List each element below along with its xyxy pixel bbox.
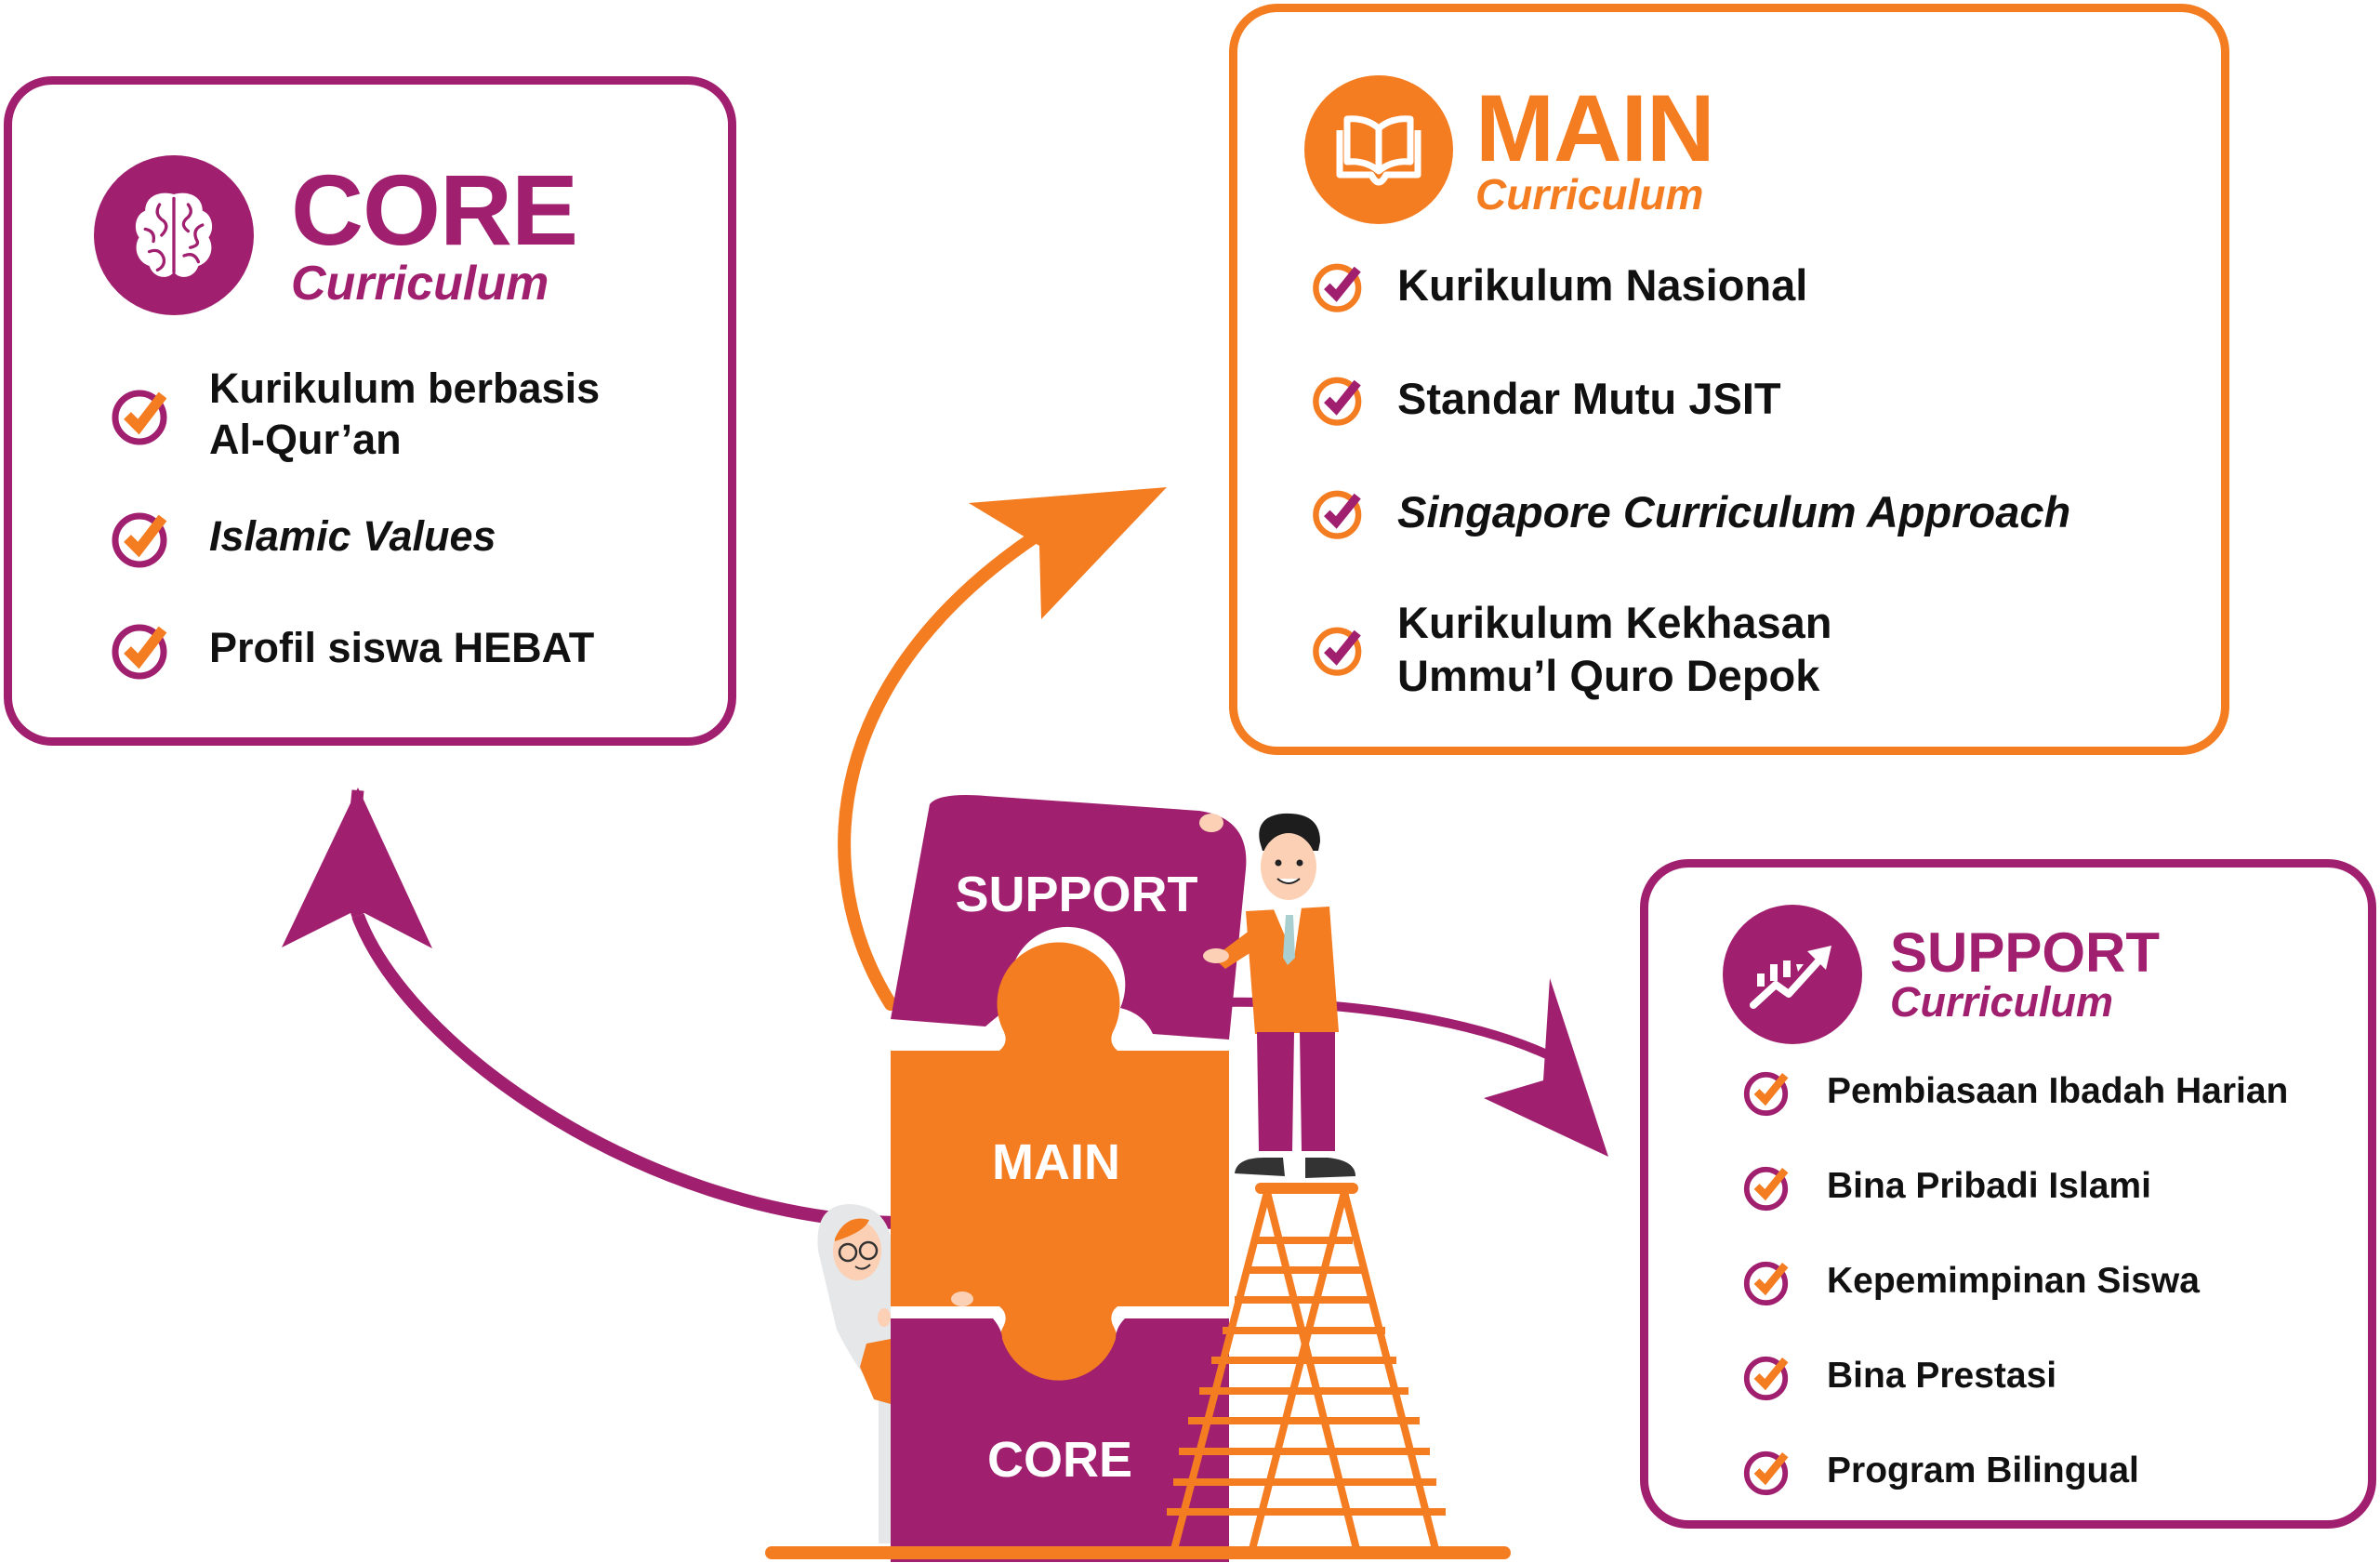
list-item: Singapore Curriculum Approach bbox=[1310, 483, 2070, 542]
item-text: Bina Prestasi bbox=[1827, 1356, 2057, 1397]
check-circle-icon bbox=[112, 512, 167, 568]
arrow-to-core bbox=[282, 788, 898, 1229]
growth-chart-icon bbox=[1723, 905, 1862, 1044]
check-circle-icon bbox=[112, 390, 167, 445]
puzzle-stack: SUPPORT MAIN CORE bbox=[891, 795, 1247, 1562]
check-circle-icon bbox=[1743, 1071, 1789, 1117]
item-text: Islamic Values bbox=[209, 512, 496, 561]
support-title: SUPPORT bbox=[1890, 921, 2161, 984]
list-item: Program Bilingual bbox=[1741, 1444, 2288, 1498]
main-subtitle: Curriculum bbox=[1475, 170, 1704, 219]
list-item: Bina Pribadi Islami bbox=[1741, 1159, 2288, 1213]
support-subtitle: Curriculum bbox=[1890, 978, 2114, 1026]
list-item: Standar Mutu JSIT bbox=[1310, 369, 2070, 429]
list-item: Islamic Values bbox=[109, 505, 600, 570]
girl-character bbox=[817, 1204, 973, 1543]
core-subtitle: Curriculum bbox=[291, 257, 549, 311]
check-circle-icon bbox=[1313, 377, 1362, 426]
main-curriculum-card: MAIN Curriculum Kurikulum Nasional Stand… bbox=[1229, 4, 2229, 755]
check-circle-icon bbox=[112, 624, 167, 680]
list-item: Pembiasaan Ibadah Harian bbox=[1741, 1065, 2288, 1119]
item-text: Kurikulum Nasional bbox=[1397, 260, 1808, 311]
main-list: Kurikulum Nasional Standar Mutu JSIT Sin… bbox=[1310, 256, 2070, 757]
list-item: Kurikulum Nasional bbox=[1310, 256, 2070, 315]
arrow-to-main bbox=[838, 487, 1167, 1011]
check-circle-icon bbox=[1743, 1261, 1789, 1306]
puzzle-label-core: CORE bbox=[987, 1432, 1132, 1488]
support-list: Pembiasaan Ibadah Harian Bina Pribadi Is… bbox=[1741, 1065, 2288, 1539]
item-text-line2: Al-Qur’an bbox=[209, 415, 402, 463]
core-title: CORE bbox=[291, 152, 578, 266]
item-text: Program Bilingual bbox=[1827, 1450, 2139, 1491]
item-text: Profil siswa HEBAT bbox=[209, 624, 595, 672]
puzzle-label-support: SUPPORT bbox=[955, 867, 1197, 922]
brain-icon bbox=[94, 155, 254, 315]
item-text: Standar Mutu JSIT bbox=[1397, 374, 1781, 424]
core-header: CORE Curriculum bbox=[94, 152, 578, 315]
check-circle-icon bbox=[1743, 1356, 1789, 1401]
puzzle-label-main: MAIN bbox=[992, 1134, 1120, 1190]
main-title: MAIN bbox=[1475, 74, 1715, 181]
item-text-line2: Ummu’l Quro Depok bbox=[1397, 651, 1820, 701]
item-text: Kurikulum berbasis bbox=[209, 364, 601, 412]
list-item: Bina Prestasi bbox=[1741, 1349, 2288, 1403]
item-text: Kurikulum Kekhasan bbox=[1397, 598, 1832, 647]
check-circle-icon bbox=[1313, 628, 1362, 677]
list-item: Profil siswa HEBAT bbox=[109, 616, 600, 682]
open-book-icon bbox=[1304, 75, 1453, 224]
check-circle-icon bbox=[1313, 490, 1362, 539]
man-character bbox=[1199, 813, 1355, 1178]
ladder bbox=[1167, 1183, 1446, 1555]
check-circle-icon bbox=[1743, 1450, 1789, 1496]
check-circle-icon bbox=[1313, 263, 1362, 312]
item-text: Singapore Curriculum Approach bbox=[1397, 487, 2071, 537]
item-text: Pembiasaan Ibadah Harian bbox=[1827, 1071, 2289, 1112]
check-circle-icon bbox=[1743, 1166, 1789, 1212]
support-header: SUPPORT Curriculum bbox=[1723, 905, 2160, 1044]
support-curriculum-card: SUPPORT Curriculum Pembiasaan Ibadah Har… bbox=[1640, 859, 2376, 1529]
item-text: Bina Pribadi Islami bbox=[1827, 1166, 2151, 1207]
item-text: Kepemimpinan Siswa bbox=[1827, 1261, 2200, 1302]
list-item: Kepemimpinan Siswa bbox=[1741, 1254, 2288, 1308]
main-header: MAIN Curriculum bbox=[1304, 74, 1715, 224]
